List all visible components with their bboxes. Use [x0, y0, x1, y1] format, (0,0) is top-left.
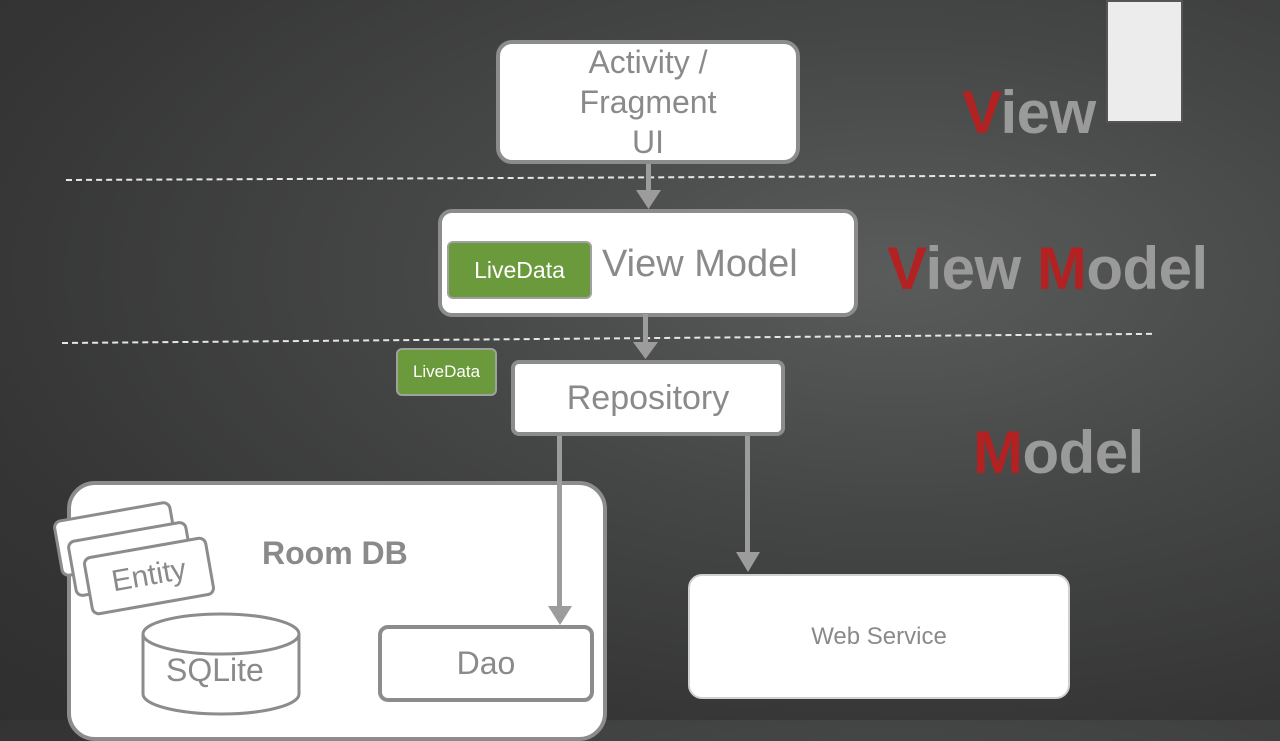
- entity-label: Entity: [109, 552, 189, 599]
- repository-box: Repository: [511, 360, 785, 436]
- activity-fragment-box: Activity / Fragment UI: [496, 40, 800, 164]
- layer-viewmodel-accent-2: M: [1036, 235, 1087, 302]
- layer-view-rest: iew: [1000, 79, 1096, 146]
- layer-model-rest: odel: [1022, 419, 1144, 486]
- activity-line-2: Fragment: [579, 84, 717, 120]
- layer-viewmodel-accent-1: V: [887, 235, 926, 302]
- web-service-label: Web Service: [811, 622, 947, 650]
- repository-livedata-label: LiveData: [412, 362, 481, 381]
- layer-model-accent: M: [973, 419, 1023, 486]
- layer-view-accent: V: [962, 79, 1001, 146]
- repository-label: Repository: [566, 378, 730, 417]
- dao-box: Dao: [378, 625, 594, 702]
- arrow-activity-to-viewmodel: [646, 164, 651, 194]
- web-service-box: Web Service: [688, 574, 1070, 699]
- corner-tab: [1106, 0, 1183, 123]
- sqlite-label: SQLite: [166, 652, 264, 688]
- arrowhead-viewmodel-to-repository: [633, 342, 658, 359]
- arrow-repository-to-dao: [557, 436, 562, 610]
- view-model-livedata-label: LiveData: [474, 256, 565, 283]
- arrow-viewmodel-to-repository: [643, 314, 648, 344]
- layer-label-view: View: [962, 78, 1096, 147]
- separator-viewmodel-model: [61, 332, 1152, 344]
- separator-view-viewmodel: [65, 174, 1156, 181]
- activity-line-1: Activity /: [588, 44, 708, 80]
- layer-label-model: Model: [973, 418, 1144, 487]
- layer-viewmodel-rest-2: odel: [1086, 235, 1208, 302]
- layer-label-view-model: View Model: [887, 234, 1208, 303]
- arrowhead-repository-to-webservice: [736, 552, 760, 572]
- room-db-label: Room DB: [262, 535, 408, 571]
- sqlite-cylinder: [141, 612, 301, 716]
- dao-label: Dao: [456, 645, 516, 681]
- layer-viewmodel-rest-1: iew: [925, 235, 1037, 302]
- repository-livedata-badge: LiveData: [396, 348, 497, 396]
- arrowhead-activity-to-viewmodel: [636, 190, 661, 209]
- arrowhead-repository-to-dao: [548, 606, 572, 625]
- view-model-livedata-badge: LiveData: [447, 241, 592, 299]
- view-model-label: View Model: [602, 243, 798, 285]
- arrow-repository-to-webservice: [745, 436, 750, 554]
- activity-line-3: UI: [632, 124, 664, 160]
